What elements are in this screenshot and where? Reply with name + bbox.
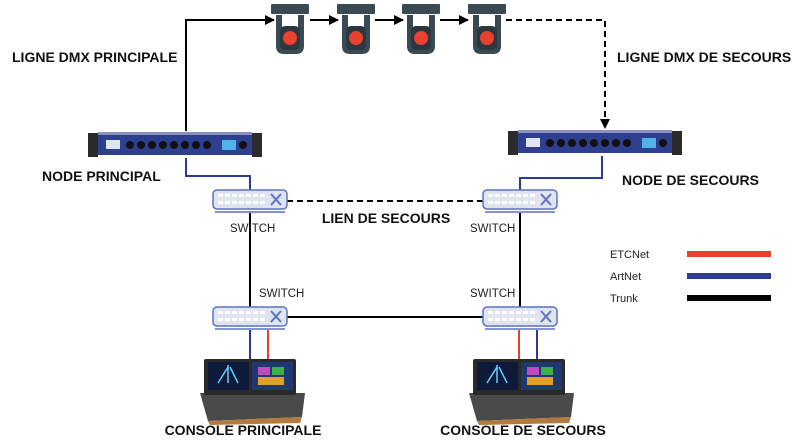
legend-label-artnet: ArtNet [610,271,641,283]
backup-dmx-line-label: LIGNE DMX DE SECOURS [617,49,791,65]
legend-label-trunk: Trunk [610,293,638,305]
switch-icon [482,306,558,330]
switch-label: SWITCH [470,223,515,235]
main-console-label: CONSOLE PRINCIPALE [165,422,322,438]
switch-icon [482,189,558,213]
moving-head-fixture-icon [337,4,375,54]
switch-icon [212,306,288,330]
switch-icon [212,189,288,213]
moving-head-fixture-icon [468,4,506,54]
switch-label: SWITCH [470,288,515,300]
artnet-backup-node-link [519,156,603,190]
legend-label-etcnet: ETCNet [610,249,649,261]
moving-head-fixture-icon [271,4,309,54]
artnet-main-node-link [185,158,251,190]
backup-console-icon [468,358,575,426]
main-console-icon [199,358,306,426]
main-node-device-icon [88,132,262,157]
main-dmx-line-label: LIGNE DMX PRINCIPALE [12,49,177,65]
backup-console-label: CONSOLE DE SECOURS [440,422,606,438]
legend: ETCNet ArtNet Trunk [610,249,771,305]
backup-dmx-line [506,19,610,129]
main-dmx-line [185,15,275,131]
switch-label: SWITCH [259,288,304,300]
switch-label: SWITCH [230,223,275,235]
moving-head-fixture-icon [402,4,440,54]
backup-node-device-icon [508,130,682,155]
backup-link-label: LIEN DE SECOURS [322,210,450,226]
backup-node-label: NODE DE SECOURS [622,172,759,188]
main-node-label: NODE PRINCIPAL [42,168,161,184]
